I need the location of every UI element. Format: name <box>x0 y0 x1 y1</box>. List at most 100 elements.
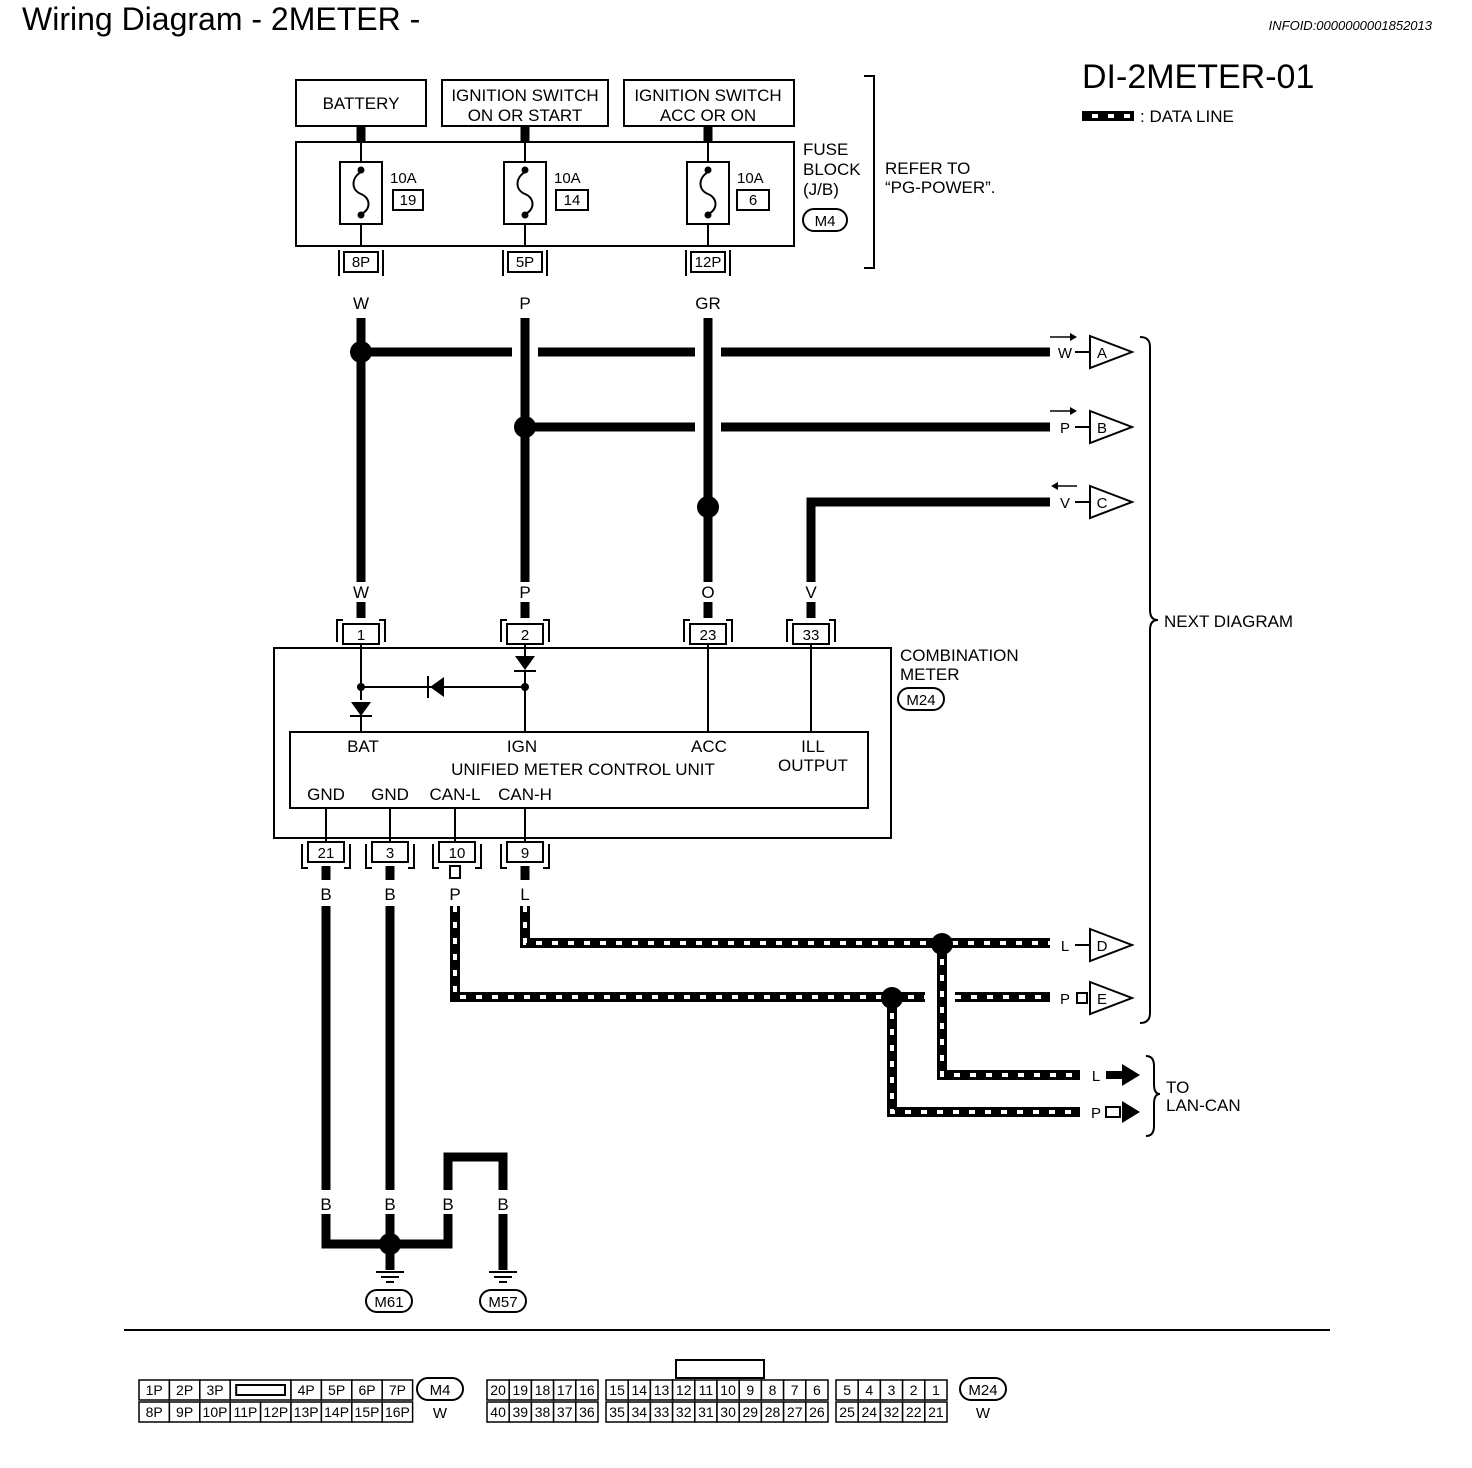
can-data-lines <box>450 906 1080 1117</box>
svg-text:W: W <box>353 294 369 313</box>
fuse-14: 10A 14 <box>503 142 589 246</box>
svg-text:3: 3 <box>386 845 394 862</box>
svg-text:CAN-H: CAN-H <box>498 785 552 804</box>
svg-text:LAN-CAN: LAN-CAN <box>1166 1096 1241 1115</box>
svg-text:“PG-POWER”.: “PG-POWER”. <box>885 178 996 197</box>
connector-pin-label: 17 <box>557 1382 573 1398</box>
fuse-19: 10A 19 <box>339 142 424 246</box>
connector-pin-label: 15 <box>609 1382 625 1398</box>
svg-text:33: 33 <box>803 627 820 644</box>
can-splices <box>881 933 953 1009</box>
connector-pin-label: 38 <box>535 1404 551 1420</box>
ground-icon-m61 <box>376 1271 404 1283</box>
ground-wires <box>321 906 508 1270</box>
next-diagram-bracket: NEXT DIAGRAM <box>1139 336 1293 1024</box>
m4-color: W <box>433 1405 448 1422</box>
info-id: INFOID:0000000001852013 <box>1269 18 1433 33</box>
svg-text:10A: 10A <box>737 170 764 187</box>
connector-pin-label: 21 <box>928 1404 944 1420</box>
ground-icon-m57 <box>489 1271 517 1283</box>
svg-text:IGN: IGN <box>507 737 537 756</box>
connector-pin-label: 36 <box>579 1404 595 1420</box>
svg-text:B: B <box>384 1195 395 1214</box>
power-wires <box>356 318 1050 582</box>
connector-pin-label: 16 <box>579 1382 595 1398</box>
battery-label: BATTERY <box>323 94 400 113</box>
ground-splice <box>379 1233 401 1255</box>
connector-pin-label: 27 <box>787 1404 803 1420</box>
m4-id: M4 <box>430 1382 451 1399</box>
refer-bracket: REFER TO “PG-POWER”. <box>864 75 996 269</box>
next-diagram-label: NEXT DIAGRAM <box>1164 612 1293 631</box>
svg-text:B: B <box>442 1195 453 1214</box>
next-diagram-rows: W A P B V C L D P E <box>1050 333 1135 1016</box>
svg-text:O: O <box>701 583 714 602</box>
svg-text:P: P <box>1060 420 1070 437</box>
fuse-connector-8p: 8P <box>338 250 384 276</box>
connector-cell <box>924 1401 948 1423</box>
meter-bottom-connectors: 21 3 10 9 <box>301 841 550 869</box>
connector-key-slot <box>235 1384 286 1396</box>
svg-text:REFER TO: REFER TO <box>885 159 970 178</box>
svg-text:P: P <box>1091 1105 1101 1122</box>
connector-pin-label: 25 <box>839 1404 855 1420</box>
connector-pin-label: 34 <box>632 1404 648 1420</box>
ground-m57: M57 <box>488 1294 517 1311</box>
connector-pin-label: 7P <box>389 1382 406 1398</box>
connector-pin-label: 24 <box>862 1404 878 1420</box>
svg-text:B: B <box>320 885 331 904</box>
svg-text:V: V <box>805 583 817 602</box>
connector-pin-label: 7 <box>791 1382 799 1398</box>
connector-pin-label: 4 <box>865 1382 873 1398</box>
connector-pin-label: 4P <box>298 1382 315 1398</box>
svg-text:B: B <box>497 1195 508 1214</box>
connector-cell <box>381 1379 414 1401</box>
svg-text:P: P <box>1060 991 1070 1008</box>
battery-box: BATTERY <box>295 79 427 127</box>
connector-pin-label: 1P <box>146 1382 163 1398</box>
connector-pin-label: 10 <box>720 1382 736 1398</box>
connector-pin-label: 5P <box>328 1382 345 1398</box>
svg-text:6: 6 <box>749 192 757 209</box>
diode-cross-icon <box>427 676 444 698</box>
svg-text:V: V <box>1060 495 1070 512</box>
diagram-code: DI-2METER-01 <box>1082 58 1314 96</box>
connector-pin-label: 12 <box>676 1382 692 1398</box>
svg-text:21: 21 <box>318 845 335 862</box>
svg-text:E: E <box>1097 991 1107 1008</box>
svg-text:GND: GND <box>371 785 409 804</box>
svg-text:2: 2 <box>521 627 529 644</box>
svg-text:GND: GND <box>307 785 345 804</box>
connector-pin-label: 19 <box>513 1382 529 1398</box>
svg-text:BAT: BAT <box>347 737 379 756</box>
fuse-block-connector: M4 <box>815 213 836 230</box>
svg-text:23: 23 <box>700 627 717 644</box>
svg-text:12P: 12P <box>695 254 722 271</box>
lan-can-arrows: L P TO LAN-CAN <box>1091 1055 1241 1137</box>
ignition-acc-on-box: IGNITION SWITCH ACC OR ON <box>623 79 795 127</box>
svg-text:W: W <box>353 583 369 602</box>
connector-pin-label: 3P <box>206 1382 223 1398</box>
svg-text:A: A <box>1097 345 1107 362</box>
unit-name: UNIFIED METER CONTROL UNIT <box>451 760 715 779</box>
connector-pin-label: 9P <box>176 1404 193 1420</box>
connector-pin-label: 8P <box>146 1404 163 1420</box>
connector-pin-label: 10P <box>203 1404 228 1420</box>
ground-m61: M61 <box>374 1294 403 1311</box>
connector-pin-label: 8 <box>769 1382 777 1398</box>
connector-pin-label: 18 <box>535 1382 551 1398</box>
fuse-6: 10A 6 <box>686 142 770 246</box>
svg-text:ON OR START: ON OR START <box>468 106 583 125</box>
connector-pin-label: 14 <box>632 1382 648 1398</box>
svg-text:D: D <box>1097 938 1108 955</box>
svg-text:BLOCK: BLOCK <box>803 160 861 179</box>
connector-pin-label: 14P <box>324 1404 349 1420</box>
connector-pin-label: 22 <box>906 1404 922 1420</box>
connector-pin-label: 11 <box>699 1382 714 1398</box>
svg-text:9: 9 <box>521 845 529 862</box>
connector-pin-label: 33 <box>654 1404 670 1420</box>
connector-pin-label: 3 <box>888 1382 896 1398</box>
connector-pin-label: 40 <box>490 1404 506 1420</box>
